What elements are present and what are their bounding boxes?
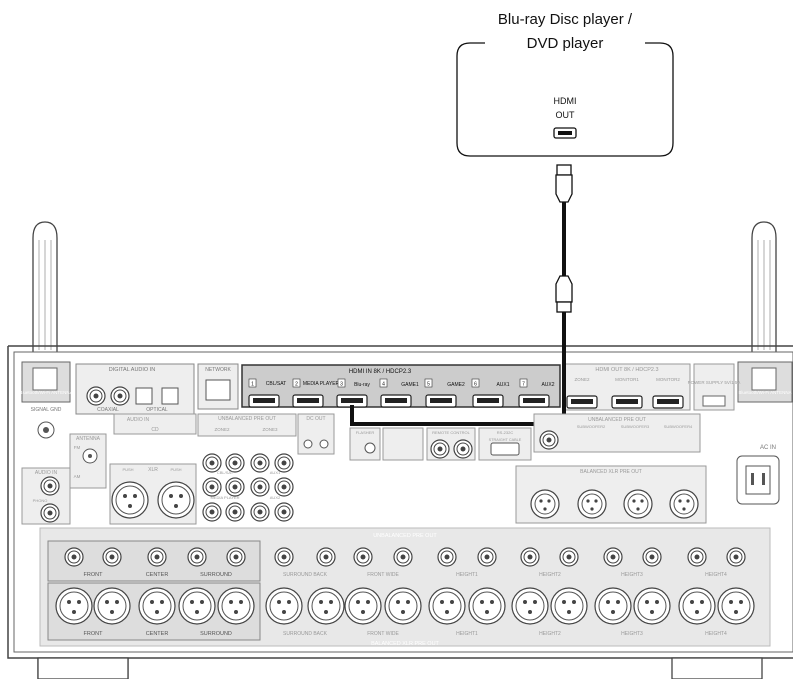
hdmi-cable bbox=[556, 165, 572, 312]
push-left-label: PUSH bbox=[122, 467, 133, 472]
signal-gnd-label: SIGNAL GND bbox=[31, 407, 62, 413]
front-bal-label: FRONT bbox=[84, 631, 104, 637]
svg-text:6: 6 bbox=[474, 382, 477, 388]
subwoofer2-label: SUBWOOFER2 bbox=[577, 424, 606, 429]
hdmi-out-zone2-label: ZONE2 bbox=[574, 377, 590, 382]
antenna-right bbox=[752, 222, 776, 360]
phono-label: PHONO bbox=[33, 498, 48, 503]
rs232c-label: RS-232C bbox=[497, 430, 514, 435]
zone2-label: ZONE2 bbox=[214, 427, 230, 432]
hdmi-out-port-zone2[interactable] bbox=[567, 396, 597, 408]
svg-text:3: 3 bbox=[340, 382, 343, 388]
coaxial-label: COAXIAL bbox=[97, 407, 119, 413]
height4-bal-label: HEIGHT4 bbox=[705, 631, 727, 637]
subwoofer4-label: SUBWOOFER4 bbox=[664, 424, 693, 429]
svg-text:5: 5 bbox=[427, 382, 430, 388]
center-bal-label: CENTER bbox=[146, 631, 169, 637]
usb-power-port[interactable] bbox=[703, 396, 725, 406]
height2-bal-label: HEIGHT2 bbox=[539, 631, 561, 637]
hdmi-out-monitor1-label: MONITOR1 bbox=[615, 377, 639, 382]
cable-plug-top-tip bbox=[557, 165, 571, 175]
antenna-left bbox=[33, 222, 57, 360]
zone-unbalanced-label: UNBALANCED PRE OUT bbox=[218, 416, 276, 422]
hdmi-out-port-monitor1[interactable] bbox=[612, 396, 642, 408]
sub-balanced-label: BALANCED XLR PRE OUT bbox=[580, 469, 642, 475]
audio-in-label: AUDIO IN bbox=[127, 417, 150, 423]
cable-plug-bottom-tip bbox=[557, 302, 571, 312]
network-port[interactable] bbox=[206, 380, 230, 400]
sub-unbalanced-label: UNBALANCED PRE OUT bbox=[588, 417, 646, 423]
remote-control-label: REMOTE CONTROL bbox=[432, 430, 471, 435]
surround-back-bal-label: SURROUND BACK bbox=[283, 631, 328, 637]
hdmi-in-bluray-label: Blu-ray bbox=[354, 382, 370, 388]
source-hdmi-out-port[interactable] bbox=[554, 128, 576, 138]
optical-label: OPTICAL bbox=[146, 407, 168, 413]
analog-aux2-label: AUX2 bbox=[270, 495, 281, 500]
antenna-fmam-label: ANTENNA bbox=[76, 436, 101, 442]
surround-unbal-label: SURROUND bbox=[200, 572, 232, 578]
hdmi-out-label-line1: HDMI bbox=[554, 96, 577, 106]
antenna-left-label: Bluetooth/Wi-Fi ANTENNA bbox=[19, 390, 72, 395]
am-label: AM bbox=[74, 474, 81, 479]
analog-aux1-label: AUX1 bbox=[270, 470, 281, 475]
hdmi-in-media-player-label: MEDIA PLAYER bbox=[303, 381, 340, 387]
analog-cbl-sat-label: CBL/SAT bbox=[217, 470, 234, 475]
receiver-back-panel: Bluetooth/Wi-Fi ANTENNA Bluetooth/Wi-Fi … bbox=[8, 222, 793, 679]
ac-in-label: AC IN bbox=[760, 445, 776, 451]
center-unbal-label: CENTER bbox=[146, 572, 169, 578]
cable-plug-top-body bbox=[556, 175, 572, 202]
front-unbal-label: FRONT bbox=[84, 572, 104, 578]
hdmi-in-game1-label: GAME1 bbox=[401, 382, 419, 388]
subwoofer3-label: SUBWOOFER3 bbox=[621, 424, 650, 429]
balanced-xlr-pre-out-label: BALANCED XLR PRE OUT bbox=[371, 641, 439, 647]
digital-audio-in-label: DIGITAL AUDIO IN bbox=[109, 367, 155, 373]
hdmi-in-game2-label: GAME2 bbox=[447, 382, 465, 388]
hdmi-in-port-aux2[interactable]: AUX2 bbox=[541, 382, 554, 388]
fm-label: FM bbox=[74, 445, 81, 450]
analog-media-player-label: MEDIA PLAYER bbox=[210, 495, 239, 500]
cd-label: CD bbox=[151, 427, 159, 433]
hdmi-out-title: HDMI OUT 8K / HDCP2.3 bbox=[595, 367, 658, 373]
hdmi-in-title: HDMI IN 8K / HDCP2.3 bbox=[349, 369, 412, 375]
zone3-label: ZONE3 bbox=[262, 427, 278, 432]
hdmi-out-port-monitor2[interactable] bbox=[653, 396, 683, 408]
front-wide-unbal-label: FRONT WIDE bbox=[367, 572, 399, 578]
power-supply-label: POWER SUPPLY 5V/1.5A bbox=[688, 380, 741, 385]
svg-text:1: 1 bbox=[251, 382, 254, 388]
antenna-right-label: Bluetooth/Wi-Fi ANTENNA bbox=[738, 390, 791, 395]
unbalanced-pre-out-label: UNBALANCED PRE OUT bbox=[373, 533, 437, 539]
svg-text:2: 2 bbox=[295, 382, 298, 388]
hdmi-in-aux2-label: AUX2 bbox=[541, 382, 554, 388]
svg-text:4: 4 bbox=[382, 382, 385, 388]
ir-flasher-label: FLASHER bbox=[356, 430, 375, 435]
source-device-title-line1: Blu-ray Disc player / bbox=[498, 11, 633, 28]
push-right-label: PUSH bbox=[170, 467, 181, 472]
audio-in-phono-label: AUDIO IN bbox=[35, 470, 58, 476]
straight-cable-label: STRAIGHT CABLE bbox=[489, 438, 522, 442]
hdmi-in-cbl-sat-label: CBL/SAT bbox=[266, 381, 286, 387]
cable-plug-bottom-body bbox=[556, 276, 572, 302]
source-device-title-line2: DVD player bbox=[527, 35, 604, 52]
height3-unbal-label: HEIGHT3 bbox=[621, 572, 643, 578]
height4-unbal-label: HEIGHT4 bbox=[705, 572, 727, 578]
svg-text:7: 7 bbox=[522, 382, 525, 388]
height3-bal-label: HEIGHT3 bbox=[621, 631, 643, 637]
xlr-label: XLR bbox=[148, 467, 158, 473]
hdmi-out-monitor2-label: MONITOR2 bbox=[656, 377, 680, 382]
surround-back-unbal-label: SURROUND BACK bbox=[283, 572, 328, 578]
height1-bal-label: HEIGHT1 bbox=[456, 631, 478, 637]
hdmi-in-aux1-label: AUX1 bbox=[496, 382, 509, 388]
source-device: Blu-ray Disc player / DVD player HDMI OU… bbox=[457, 11, 673, 156]
dc-out-label: DC OUT bbox=[306, 416, 325, 422]
network-label: NETWORK bbox=[205, 367, 231, 373]
height1-unbal-label: HEIGHT1 bbox=[456, 572, 478, 578]
front-wide-bal-label: FRONT WIDE bbox=[367, 631, 399, 637]
height2-unbal-label: HEIGHT2 bbox=[539, 572, 561, 578]
surround-bal-label: SURROUND bbox=[200, 631, 232, 637]
hdmi-out-label-line2: OUT bbox=[556, 110, 576, 120]
